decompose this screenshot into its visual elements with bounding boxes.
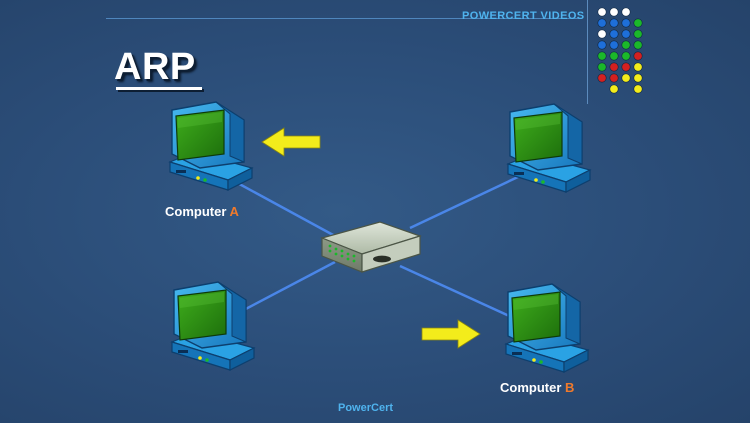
logo-dot bbox=[609, 7, 619, 17]
logo-dot bbox=[609, 84, 619, 94]
network-links bbox=[231, 174, 521, 322]
logo-dot bbox=[621, 73, 631, 83]
logo-dot bbox=[633, 29, 643, 39]
computer-bottom-left-icon bbox=[171, 281, 255, 371]
logo-dot bbox=[621, 7, 631, 17]
logo-dot bbox=[621, 18, 631, 28]
link-bottom-left bbox=[239, 260, 336, 314]
logo-dot bbox=[621, 29, 631, 39]
logo-dot bbox=[597, 73, 607, 83]
logo-dot bbox=[633, 51, 643, 61]
logo-dot bbox=[633, 73, 643, 83]
computer-a-label-letter: A bbox=[229, 204, 239, 219]
logo-dot bbox=[597, 18, 607, 28]
logo-dot bbox=[609, 29, 619, 39]
logo-dot bbox=[597, 29, 607, 39]
logo-dot bbox=[609, 18, 619, 28]
logo-dot bbox=[597, 62, 607, 72]
computer-a-label-prefix: Computer bbox=[165, 204, 227, 219]
computer-top-right-icon bbox=[507, 103, 591, 193]
logo-dot bbox=[597, 51, 607, 61]
logo-dot bbox=[609, 73, 619, 83]
computer-a-label: Computer A bbox=[165, 204, 239, 219]
switch-icon bbox=[320, 221, 422, 273]
logo-dot bbox=[597, 40, 607, 50]
arrow-left-icon bbox=[261, 127, 321, 157]
link-bottom-right bbox=[399, 264, 519, 322]
link-top-right bbox=[409, 174, 521, 230]
header-brand: POWERCERT VIDEOS bbox=[462, 10, 585, 22]
footer-brand: PowerCert bbox=[338, 402, 394, 414]
computer-b-label-letter: B bbox=[565, 380, 575, 395]
top-divider bbox=[106, 18, 582, 19]
page-title: ARP bbox=[114, 46, 196, 88]
logo-dot bbox=[633, 40, 643, 50]
logo-dot bbox=[633, 62, 643, 72]
logo-dot bbox=[597, 7, 607, 17]
logo-dot bbox=[633, 84, 643, 94]
arrow-right-icon bbox=[421, 319, 481, 349]
logo-dot bbox=[621, 62, 631, 72]
logo-dot bbox=[621, 40, 631, 50]
logo-dot bbox=[633, 18, 643, 28]
dot-grid-logo bbox=[597, 7, 643, 94]
logo-dot bbox=[609, 62, 619, 72]
computer-a-icon bbox=[169, 101, 253, 191]
logo-dot bbox=[609, 40, 619, 50]
computer-b-label-prefix: Computer bbox=[500, 380, 562, 395]
link-top-left bbox=[231, 178, 336, 238]
computer-b-icon bbox=[505, 283, 589, 373]
logo-dot bbox=[621, 51, 631, 61]
title-underline bbox=[116, 87, 202, 90]
logo-dot bbox=[609, 51, 619, 61]
side-divider bbox=[587, 0, 588, 104]
computer-b-label: Computer B bbox=[500, 380, 574, 395]
